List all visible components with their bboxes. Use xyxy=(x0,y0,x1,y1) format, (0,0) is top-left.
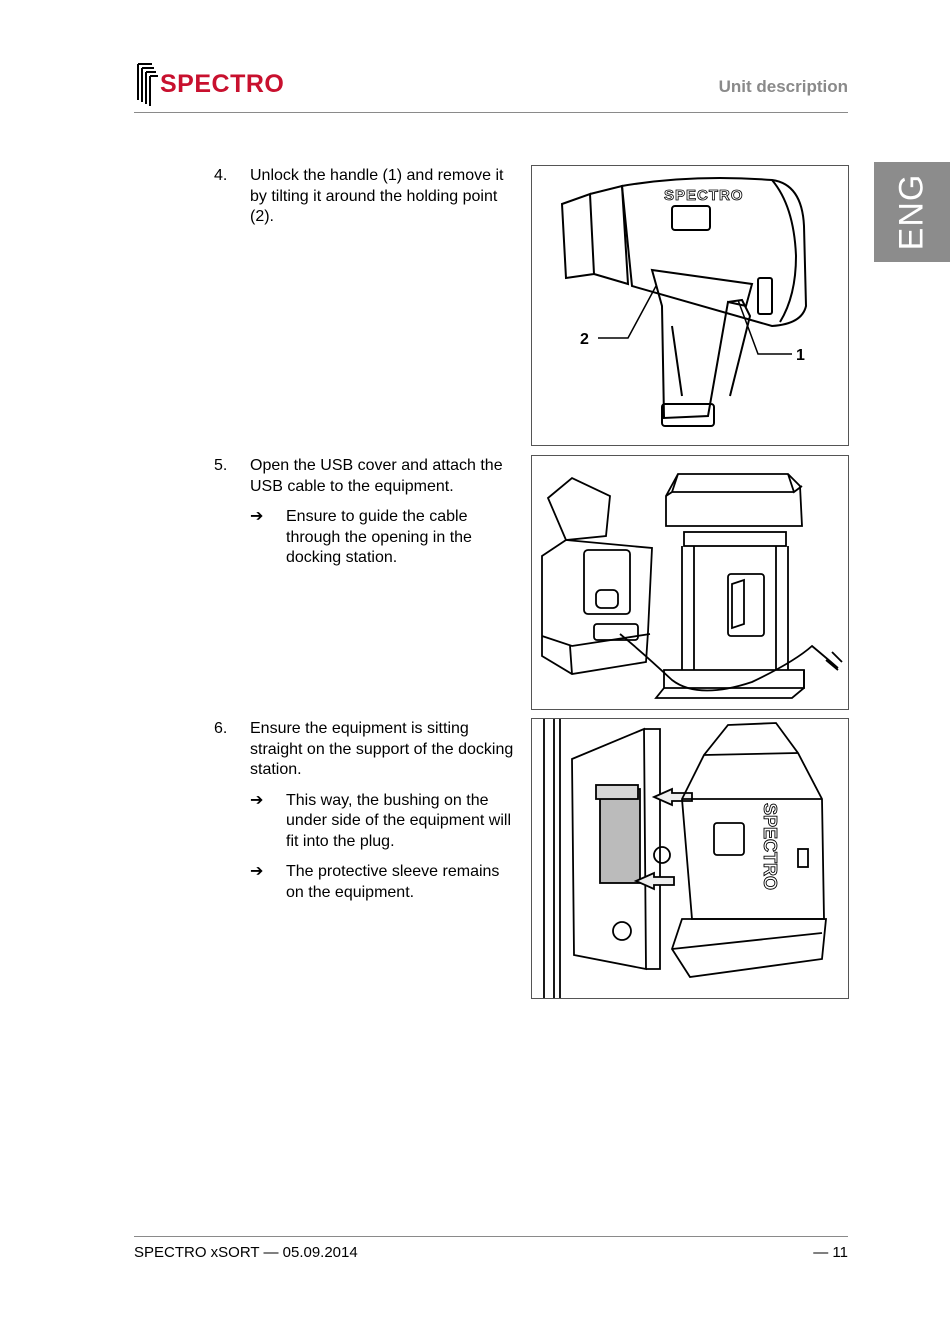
step-number: 5. xyxy=(214,457,228,474)
language-tab: ENG xyxy=(874,162,950,262)
callout-1: 1 xyxy=(796,347,805,364)
step-4: 4. Unlock the handle (1) and remove it b… xyxy=(214,166,514,228)
footer-document-info: SPECTRO xSORT — 05.09.2014 xyxy=(134,1244,358,1261)
device-brand-label: SPECTRO xyxy=(760,803,780,890)
callout-2: 2 xyxy=(580,331,589,348)
spectro-logo: SPECTRO xyxy=(134,62,304,108)
step-text: Ensure the equipment is sitting straight… xyxy=(250,720,514,778)
arrow-right-icon: ➔ xyxy=(250,863,264,880)
step-number: 4. xyxy=(214,167,228,184)
step-text: Unlock the handle (1) and remove it by t… xyxy=(250,167,504,225)
figure-seated-equipment: SPECTRO xyxy=(531,718,849,999)
step-5: 5. Open the USB cover and attach the USB… xyxy=(214,456,514,569)
logo-text: SPECTRO xyxy=(160,70,285,98)
step-text: Open the USB cover and attach the USB ca… xyxy=(250,457,503,495)
section-title: Unit description xyxy=(718,77,848,96)
page-number: — 11 xyxy=(813,1244,848,1261)
usb-docking-illustration xyxy=(541,473,843,699)
step-result: ➔ Ensure to guide the cable through the … xyxy=(250,507,514,569)
analyzer-handle-illustration: SPECTRO 2 1 xyxy=(560,177,808,427)
logo-mark-icon xyxy=(137,63,158,106)
footer-divider xyxy=(134,1236,848,1237)
arrow-right-icon: ➔ xyxy=(250,791,264,809)
figure-handle-removal: SPECTRO 2 1 xyxy=(531,165,849,446)
result-text: The protective sleeve remains on the equ… xyxy=(286,863,500,901)
device-brand-label: SPECTRO xyxy=(664,187,744,204)
step-number: 6. xyxy=(214,720,228,737)
step-result: ➔ The protective sleeve remains on the e… xyxy=(250,862,514,903)
seated-equipment-illustration: SPECTRO xyxy=(543,719,827,998)
result-text: This way, the bushing on the under side … xyxy=(286,791,512,850)
language-tab-label: ENG xyxy=(892,173,931,251)
figure-usb-connection xyxy=(531,455,849,710)
result-text: Ensure to guide the cable through the op… xyxy=(286,508,472,566)
step-result: ➔ This way, the bushing on the under sid… xyxy=(250,791,514,853)
step-6: 6. Ensure the equipment is sitting strai… xyxy=(214,719,514,903)
arrow-right-icon: ➔ xyxy=(250,508,264,525)
header-divider xyxy=(134,112,848,113)
